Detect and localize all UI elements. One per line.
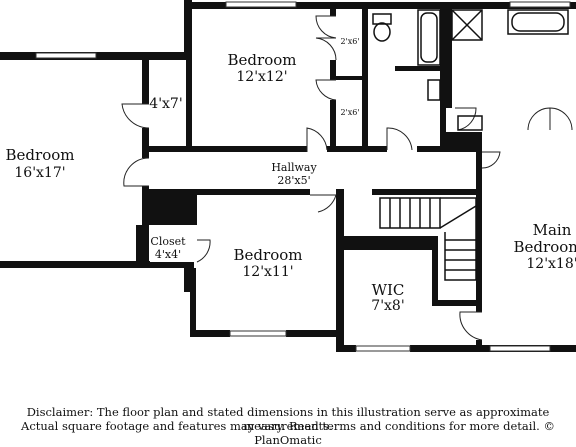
bathroom-fixtures xyxy=(372,9,569,131)
bedroom-mid-dims: 12'x11' xyxy=(242,264,293,280)
closet-name: Closet xyxy=(150,235,186,248)
main-bedroom-name-line1: Main xyxy=(533,221,572,239)
main-bedroom-dims: 12'x18' xyxy=(526,256,576,272)
closet-dims: 4'x4' xyxy=(155,248,181,261)
walls xyxy=(0,0,576,352)
windows xyxy=(35,1,571,352)
hallway-dims: 28'x5' xyxy=(277,174,310,187)
bedroom-mid-name: Bedroom xyxy=(234,246,303,264)
disclaimer-line-2: Actual square footage and features may v… xyxy=(21,419,555,447)
bedroom-top-name: Bedroom xyxy=(228,51,297,69)
floor-plan: Bedroom 16'x17' Bedroom 12'x12' 4'x7' 2'… xyxy=(0,0,576,352)
hallway-name: Hallway xyxy=(271,161,317,174)
closet-a-dims: 2'x6' xyxy=(340,37,359,46)
disclaimer-line-1: Disclaimer: The floor plan and stated di… xyxy=(26,405,550,433)
bedroom-left-dims: 16'x17' xyxy=(14,165,65,181)
doors xyxy=(121,15,573,341)
bedroom-left-name: Bedroom xyxy=(6,146,75,164)
closet-small-dims: 4'x7' xyxy=(149,96,182,112)
wic-name: WIC xyxy=(372,281,405,299)
wic-dims: 7'x8' xyxy=(371,298,404,314)
staircase xyxy=(379,197,477,281)
main-bedroom-name-line2: Bedroom xyxy=(514,238,576,256)
closet-b-dims: 2'x6' xyxy=(340,108,359,117)
bedroom-top-dims: 12'x12' xyxy=(236,69,287,85)
